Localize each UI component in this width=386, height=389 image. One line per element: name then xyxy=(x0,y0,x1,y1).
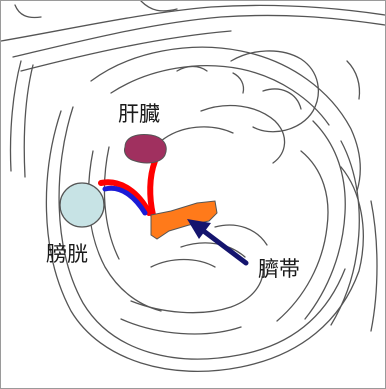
umbilical-vein-red xyxy=(150,161,155,215)
anatomy-outline xyxy=(1,1,385,371)
label-umbilical-cord: 臍帯 xyxy=(258,259,300,280)
label-bladder: 膀胱 xyxy=(46,244,88,265)
label-liver: 肝臓 xyxy=(118,104,160,125)
liver-shape xyxy=(124,135,166,164)
bladder-shape xyxy=(60,183,104,227)
